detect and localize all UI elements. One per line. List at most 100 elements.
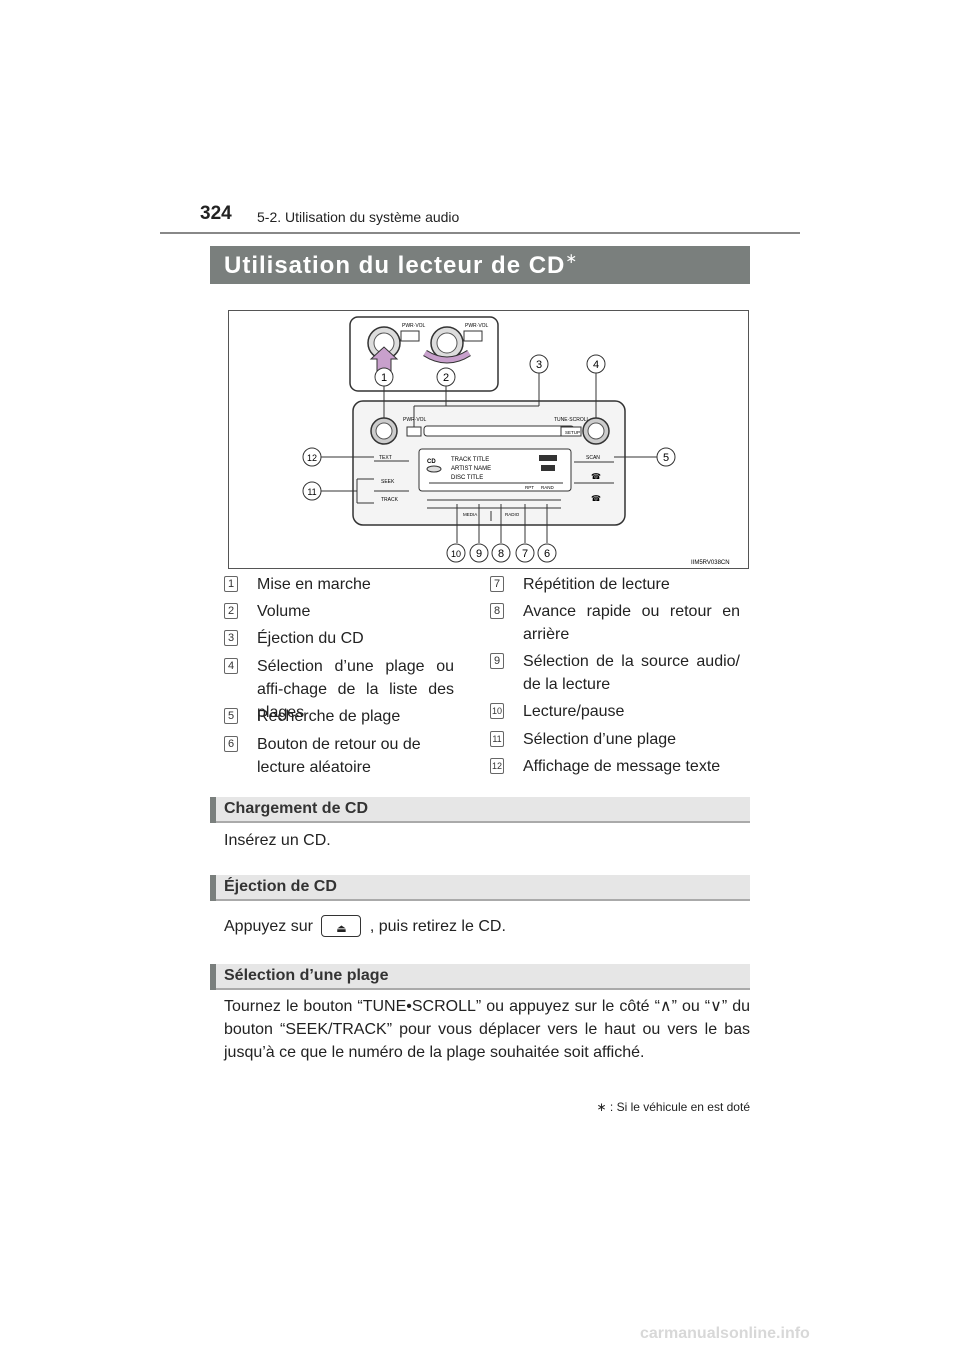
display-disc-title: DISC TITLE — [451, 475, 483, 481]
seek-button-label: SEEK — [381, 479, 395, 485]
legend-text-2: Volume — [257, 603, 311, 620]
legend-num-6: 6 — [224, 736, 238, 752]
page-title: Utilisation du lecteur de CD∗ — [224, 250, 579, 280]
callout-10: 10 — [451, 549, 461, 559]
callout-6: 6 — [544, 548, 550, 560]
section-heading-bar — [210, 875, 216, 901]
cd-slot — [423, 425, 575, 437]
section-heading-loading-text: Chargement de CD — [224, 800, 369, 817]
callout-5: 5 — [663, 452, 669, 464]
legend-num-5: 5 — [224, 708, 238, 724]
hangup-icon: ☎ — [591, 494, 601, 503]
callout-7: 7 — [522, 548, 528, 560]
eject-instruction-before: Appuyez sur — [224, 918, 313, 935]
legend-text-8: Avance rapide ou retour en arrière — [523, 603, 740, 643]
track-button-label: TRACK — [381, 497, 399, 503]
audio-unit-illustration: PWR·VOL PWR·VOL 1 2 PWR·VOL TUNE·SCROLL … — [302, 316, 730, 566]
legend-num-3: 3 — [224, 630, 238, 646]
callout-9: 9 — [476, 548, 482, 560]
legend-num-9: 9 — [490, 653, 504, 669]
section-body-track-select: Tournez le bouton “TUNE•SCROLL” ou appuy… — [224, 998, 750, 1061]
display-screen — [418, 448, 572, 492]
display-artist-name: ARTIST NAME — [451, 466, 491, 472]
section-body-loading: Insérez un CD. — [224, 832, 331, 849]
watermark: carmanualsonline.info — [640, 1325, 810, 1342]
callout-1: 1 — [381, 372, 387, 384]
inset-pwr-label-1: PWR·VOL — [402, 323, 426, 329]
eject-button-icon: ⏏ — [321, 914, 362, 937]
display-rand-label: RAND — [541, 485, 555, 490]
legend-text-11: Sélection d’une plage — [523, 731, 677, 748]
legend-text-7: Répétition de lecture — [523, 576, 670, 593]
legend-item-2: 2 Volume — [224, 600, 454, 623]
media-button-label: MEDIA — [463, 512, 477, 517]
unit-tune-label: TUNE·SCROLL — [554, 417, 590, 423]
legend-item-4: 4 Sélection d’une plage ou affi-chage de… — [224, 655, 454, 724]
legend-num-2: 2 — [224, 603, 238, 619]
eject-instruction-after: , puis retirez le CD. — [369, 918, 506, 935]
section-heading-bar — [210, 797, 216, 823]
legend-item-11: 11 Sélection d’une plage — [490, 728, 740, 751]
cd-disc-icon — [426, 465, 442, 473]
legend-num-7: 7 — [490, 576, 504, 592]
inset-pwr-label-2: PWR·VOL — [465, 323, 489, 329]
audio-unit-figure: PWR·VOL PWR·VOL 1 2 PWR·VOL TUNE·SCROLL … — [228, 310, 749, 569]
legend-num-8: 8 — [490, 603, 504, 619]
callout-4: 4 — [593, 359, 599, 371]
page-number: 324 — [200, 203, 232, 224]
radio-button-label: RADIO — [505, 512, 520, 517]
phone-icon: ☎ — [591, 472, 601, 481]
legend-num-10: 10 — [490, 703, 504, 719]
figure-code: IIM5RV038CN — [691, 560, 730, 566]
section-heading-eject-text: Éjection de CD — [224, 878, 337, 895]
title-band: Utilisation du lecteur de CD∗ — [210, 246, 750, 284]
callout-11: 11 — [307, 487, 316, 497]
page-title-text: Utilisation du lecteur de CD — [224, 252, 566, 279]
legend-item-7: 7 Répétition de lecture — [490, 573, 740, 596]
callout-3: 3 — [536, 359, 542, 371]
legend-num-12: 12 — [490, 758, 504, 774]
section-heading-track-select: Sélection d’une plage — [210, 964, 750, 990]
section-body-eject: Appuyez sur ⏏ , puis retirez le CD. — [224, 914, 750, 938]
display-cd-label: CD — [427, 459, 436, 465]
legend-text-1: Mise en marche — [257, 576, 371, 593]
legend-text-12: Affichage de message texte — [523, 758, 721, 775]
section-heading-track-select-text: Sélection d’une plage — [224, 967, 389, 984]
eject-button — [406, 426, 422, 437]
title-asterisk: ∗ — [565, 250, 579, 266]
legend-text-6: Bouton de retour ou de lecture aléatoire — [257, 736, 421, 776]
callout-12: 12 — [307, 453, 317, 463]
footnote-text: : Si le véhicule en est doté — [609, 1100, 750, 1114]
scan-button-label: SCAN — [586, 455, 600, 461]
legend-text-5: Recherche de plage — [257, 708, 401, 725]
header-divider — [160, 232, 800, 234]
legend-text-9: Sélection de la source audio/ de la lect… — [523, 653, 740, 693]
footnote: ∗ : Si le véhicule en est doté — [597, 1100, 751, 1114]
section-heading-bar — [210, 964, 216, 990]
callout-2: 2 — [443, 372, 449, 384]
setup-label: SETUP — [565, 430, 580, 435]
legend-item-8: 8 Avance rapide ou retour en arrière — [490, 600, 740, 646]
legend-item-1: 1 Mise en marche — [224, 573, 454, 596]
legend-item-12: 12 Affichage de message texte — [490, 755, 740, 778]
display-track-title: TRACK TITLE — [451, 457, 489, 463]
eject-symbol: ⏏ — [336, 922, 347, 935]
legend-text-10: Lecture/pause — [523, 703, 625, 720]
section-heading-loading: Chargement de CD — [210, 797, 750, 823]
legend-text-3: Éjection du CD — [257, 630, 364, 647]
callout-8: 8 — [498, 548, 504, 560]
legend-text-4: Sélection d’une plage ou affi-chage de l… — [257, 658, 454, 721]
legend-num-11: 11 — [490, 731, 504, 747]
display-rpt-label: RPT — [525, 485, 534, 490]
legend-item-6: 6 Bouton de retour ou de lecture aléatoi… — [224, 733, 454, 779]
press-arrow-icon — [369, 346, 399, 372]
legend-num-4: 4 — [224, 658, 238, 674]
section-breadcrumb: 5-2. Utilisation du système audio — [257, 209, 460, 225]
legend-item-9: 9 Sélection de la source audio/ de la le… — [490, 650, 740, 696]
text-button-label: TEXT — [379, 455, 392, 461]
legend-item-10: 10 Lecture/pause — [490, 700, 740, 723]
section-heading-eject: Éjection de CD — [210, 875, 750, 901]
footnote-asterisk: ∗ — [596, 1100, 607, 1114]
legend-item-5: 5 Recherche de plage — [224, 705, 454, 728]
legend-item-3: 3 Éjection du CD — [224, 627, 454, 650]
